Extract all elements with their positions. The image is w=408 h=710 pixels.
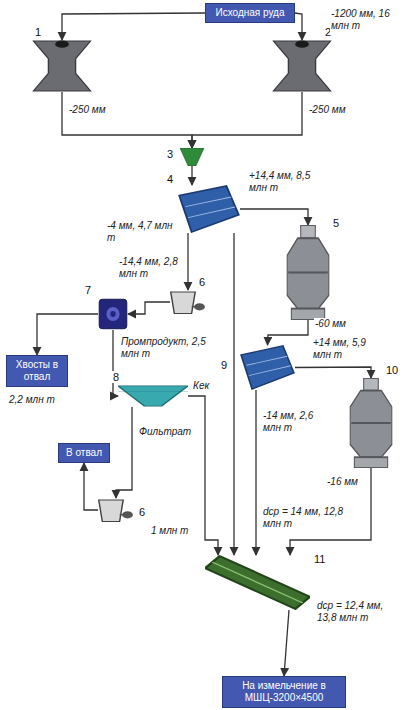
callout-number: 4 [166, 173, 174, 185]
pump-symbol [170, 290, 206, 314]
flow-label: -250 мм [308, 104, 347, 116]
pump-unit: 6 [170, 290, 206, 314]
callout-number: 7 [84, 284, 92, 296]
screen-symbol [240, 345, 295, 390]
jaw-unit: 2 [268, 40, 336, 92]
jig-symbol [98, 298, 128, 330]
box-text: Хвосты в отвал [11, 359, 63, 383]
flow-connector [187, 233, 188, 290]
flow-connector [268, 320, 309, 345]
callout-number: 6 [198, 276, 206, 288]
screen-unit: 9 [240, 345, 295, 390]
flow-connector [116, 407, 132, 498]
flow-label: Кек [192, 380, 210, 392]
funnel-unit: 3 [180, 148, 204, 166]
screen-symbol [178, 185, 240, 233]
process-box: В отвал [58, 443, 110, 463]
screen-unit: 4 [178, 185, 240, 233]
conv-symbol [205, 555, 310, 610]
flow-connector [240, 209, 308, 225]
cone-unit: 10 [345, 378, 397, 468]
thick-unit: 8 [118, 385, 188, 407]
pump-symbol [98, 498, 134, 522]
flow-connector [284, 610, 289, 676]
jaw-symbol [28, 40, 96, 92]
box-text: Исходная руда [210, 7, 290, 19]
flow-label: -250 мм [68, 104, 107, 116]
callout-number: 10 [385, 364, 399, 376]
callout-number: 11 [313, 553, 326, 565]
flow-connector [191, 166, 192, 185]
flow-label: Промпродукт, 2,5 млн т [120, 336, 212, 360]
flow-label: -14,4 мм, 2,8 млн т [118, 256, 186, 280]
jig-unit: 7 [98, 298, 128, 330]
flow-label: dср = 12,4 мм, 13,8 млн т [316, 600, 404, 624]
cone-symbol [345, 378, 397, 468]
flow-label: -60 мм [314, 318, 347, 330]
flow-connector [188, 396, 218, 555]
flow-label: 1 млн т [150, 525, 189, 537]
conv-unit: 11 [205, 555, 310, 610]
flow-connector [233, 233, 234, 555]
funnel-symbol [180, 148, 204, 166]
callout-number: 8 [112, 371, 120, 383]
callout-number: 5 [332, 217, 340, 229]
cone-symbol [282, 225, 334, 320]
callout-number: 6 [138, 506, 146, 518]
flow-connector [295, 13, 302, 40]
flow-label: dср = 14 мм, 12,8 млн т [262, 506, 364, 530]
process-box: Исходная руда [205, 3, 295, 23]
flow-connector [255, 390, 256, 555]
callout-number: 9 [220, 359, 228, 371]
flow-connector [84, 463, 98, 510]
jaw-unit: 1 [28, 40, 96, 92]
flow-connector [192, 92, 302, 148]
flow-connector [62, 92, 192, 148]
process-box: Хвосты в отвал [6, 355, 68, 387]
flow-label: +14 мм, 5,9 млн т [312, 337, 376, 361]
box-text: В отвал [63, 447, 105, 459]
flow-label: -14 мм, 2,6 млн т [262, 410, 328, 434]
cone-unit: 5 [282, 225, 334, 320]
flow-label: Фильтрат [138, 426, 192, 438]
flow-label: -16 мм [326, 476, 359, 488]
flow-connector [295, 367, 371, 378]
flow-connector [62, 13, 205, 40]
flow-label: 2,2 млн т [8, 394, 56, 406]
pump-unit: 6 [98, 498, 134, 522]
callout-number: 1 [34, 26, 42, 38]
flow-label: +14,4 мм, 8,5 млн т [248, 170, 322, 194]
box-text: На измельчение в МШЦ-3200×4500 [227, 680, 341, 704]
flow-connector [128, 302, 170, 314]
flow-label: -4 мм, 4,7 млн т [106, 220, 174, 244]
flow-connector [37, 314, 98, 355]
callout-number: 3 [166, 148, 174, 160]
thick-symbol [118, 385, 188, 407]
jaw-symbol [268, 40, 336, 92]
flow-label: -1200 мм, 16 млн т [330, 8, 402, 32]
process-box: На измельчение в МШЦ-3200×4500 [222, 676, 346, 708]
